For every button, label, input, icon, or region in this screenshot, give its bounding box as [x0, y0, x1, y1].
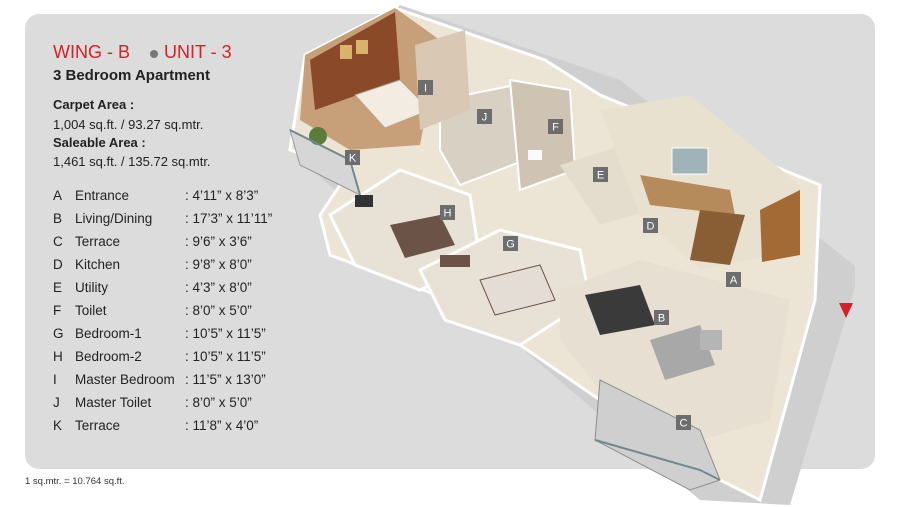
entrance-door	[760, 190, 800, 262]
apartment-type: 3 Bedroom Apartment	[53, 67, 210, 84]
room-name: Terrace	[75, 234, 121, 249]
svg-text:A: A	[730, 275, 738, 287]
room-key: E	[53, 280, 63, 295]
saleable-area-label: Saleable Area :	[53, 135, 146, 150]
toilet-fixture	[528, 150, 542, 160]
room-key: F	[53, 303, 62, 318]
room-row: K Terrace : 11’8” x 4’0”	[53, 418, 293, 438]
room-dims: : 8’0” x 5’0”	[185, 395, 252, 410]
marker-e: E	[593, 167, 608, 182]
marker-b: B	[654, 310, 669, 325]
dining-table	[585, 285, 655, 335]
room-dims: : 4’3” x 8’0”	[185, 280, 252, 295]
svg-text:C: C	[680, 418, 688, 430]
railing	[594, 439, 721, 481]
room-name: Master Toilet	[75, 395, 152, 410]
room-row: E Utility : 4’3” x 8’0”	[53, 280, 293, 300]
marker-g: G	[503, 236, 518, 251]
svg-text:D: D	[647, 221, 655, 233]
wardrobe	[415, 30, 470, 130]
room-dims: : 10’5” x 11’5”	[185, 326, 266, 341]
room-name: Utility	[75, 280, 108, 295]
floor-plan-3d: I J F K E H D G A B C	[288, 5, 855, 505]
bedroom-1-bed	[479, 264, 556, 316]
svg-text:I: I	[424, 83, 427, 95]
room-name: Terrace	[75, 418, 121, 433]
room-key: D	[53, 257, 63, 272]
room-key: J	[53, 395, 60, 410]
tv	[355, 195, 373, 207]
armchair	[700, 330, 722, 350]
room-name: Living/Dining	[75, 211, 153, 226]
north-arrow-icon	[839, 303, 853, 318]
room-dims: : 10’5” x 11’5”	[185, 349, 266, 364]
wing-label: WING - B	[53, 42, 130, 62]
marker-f: F	[548, 119, 563, 134]
svg-text:G: G	[506, 239, 515, 251]
marker-j: J	[477, 109, 492, 124]
room-row: G Bedroom-1 : 10’5” x 11’5”	[53, 326, 293, 346]
room-dims: : 11’5” x 13’0”	[185, 372, 266, 387]
plant	[309, 127, 327, 145]
room-row: A Entrance : 4’11” x 8’3”	[53, 188, 293, 208]
bullet-icon	[150, 50, 158, 58]
wall-art	[356, 40, 368, 54]
kitchen-counter-side	[690, 210, 745, 265]
room-dims: : 9’8” x 8’0”	[185, 257, 252, 272]
room-row: H Bedroom-2 : 10’5” x 11’5”	[53, 349, 293, 369]
marker-d: D	[643, 218, 658, 233]
marker-c: C	[676, 415, 691, 430]
marker-a: A	[726, 272, 741, 287]
room-key: B	[53, 211, 63, 226]
kitchen-counter	[640, 175, 735, 215]
room-row: C Terrace : 9’6” x 3’6”	[53, 234, 293, 254]
svg-text:H: H	[444, 208, 452, 220]
svg-text:E: E	[597, 170, 604, 182]
kitchen-floor	[600, 95, 800, 270]
room-dims: : 17’3” x 11’11”	[185, 211, 273, 226]
room-key: K	[53, 418, 63, 433]
toilet	[508, 78, 577, 192]
room-name: Master Bedroom	[75, 372, 175, 387]
room-dims: : 8’0” x 5’0”	[185, 303, 252, 318]
marker-k: K	[345, 150, 360, 165]
bedroom-2-bed	[390, 215, 455, 258]
room-name: Toilet	[75, 303, 107, 318]
room-row: D Kitchen : 9’8” x 8’0”	[53, 257, 293, 277]
room-row: B Living/Dining : 17’3” x 11’11”	[53, 211, 293, 231]
room-name: Bedroom-2	[75, 349, 142, 364]
marker-i: I	[418, 80, 433, 95]
room-name: Bedroom-1	[75, 326, 142, 341]
room-dims: : 11’8” x 4’0”	[185, 418, 259, 433]
svg-text:F: F	[552, 122, 559, 134]
room-key: H	[53, 349, 63, 364]
svg-text:J: J	[482, 112, 488, 124]
room-row: F Toilet : 8’0” x 5’0”	[53, 303, 293, 323]
conversion-footnote: 1 sq.mtr. = 10.764 sq.ft.	[25, 476, 125, 487]
room-key: A	[53, 188, 63, 203]
kitchen-window	[671, 147, 709, 175]
desk	[440, 255, 470, 267]
sofa	[650, 325, 715, 380]
marker-h: H	[440, 205, 455, 220]
carpet-area-value: 1,004 sq.ft. / 93.27 sq.mtr.	[53, 117, 204, 132]
room-name: Entrance	[75, 188, 130, 203]
room-key: G	[53, 326, 64, 341]
svg-text:K: K	[349, 153, 357, 165]
room-row: I Master Bedroom : 11’5” x 13’0”	[53, 372, 293, 392]
carpet-area-label: Carpet Area :	[53, 97, 135, 112]
room-row: J Master Toilet : 8’0” x 5’0”	[53, 395, 293, 415]
unit-label: UNIT - 3	[164, 42, 232, 62]
saleable-area-value: 1,461 sq.ft. / 135.72 sq.mtr.	[53, 154, 211, 169]
master-bedroom-wall	[310, 12, 400, 110]
room-key: I	[53, 372, 57, 387]
room-dims: : 4’11” x 8’3”	[185, 188, 259, 203]
room-name: Kitchen	[75, 257, 121, 272]
room-key: C	[53, 234, 63, 249]
svg-text:B: B	[658, 313, 665, 325]
wall-art	[340, 45, 352, 59]
room-dims: : 9’6” x 3’6”	[185, 234, 252, 249]
